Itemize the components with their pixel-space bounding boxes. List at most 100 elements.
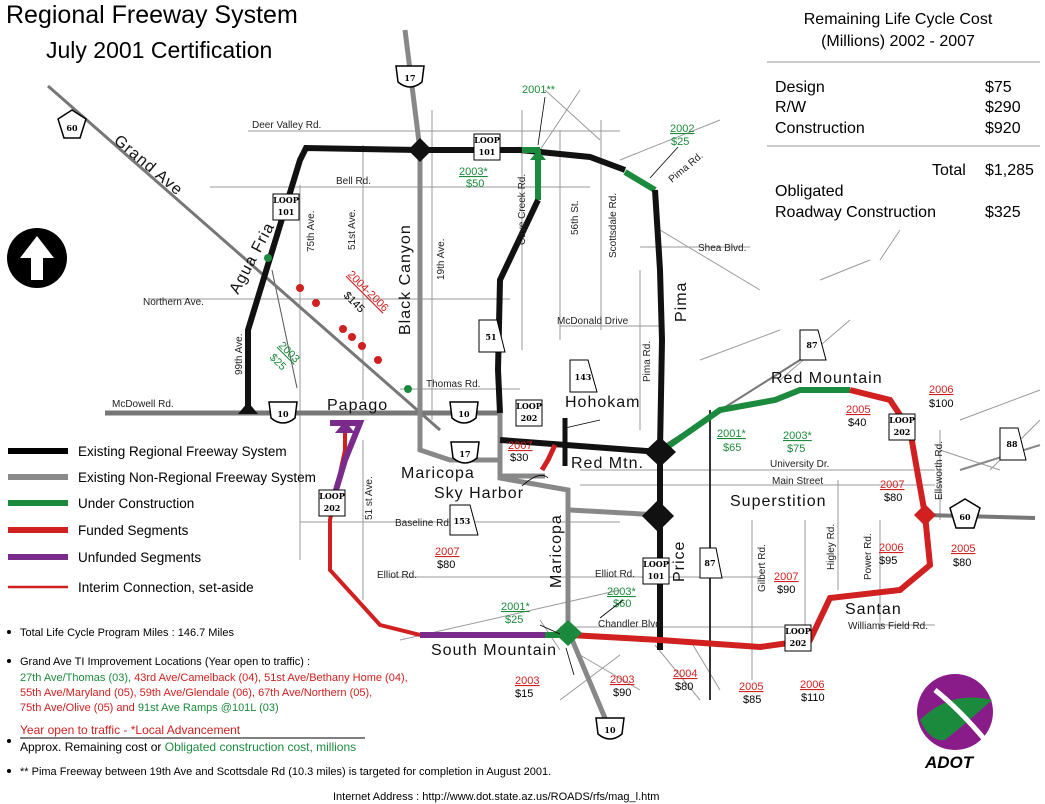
annotation-year: 2006 bbox=[879, 542, 903, 554]
cost-total-value: $1,285 bbox=[985, 162, 1034, 179]
cost-row-label: Design bbox=[775, 79, 825, 96]
svg-text:101: 101 bbox=[648, 571, 665, 581]
svg-text:143: 143 bbox=[575, 372, 592, 382]
svg-text:88: 88 bbox=[1006, 439, 1018, 449]
label-thomas: Thomas Rd. bbox=[426, 379, 480, 390]
map-subtitle: July 2001 Certification bbox=[46, 37, 272, 63]
label-university: University Dr. bbox=[770, 459, 829, 470]
cost-row-value: $920 bbox=[985, 120, 1021, 137]
name-red-mtn: Red Mtn. bbox=[571, 455, 644, 472]
annotation-cost: $15 bbox=[515, 688, 533, 700]
label-51st-south: 51 st Ave. bbox=[364, 476, 375, 520]
notes: Total Life Cycle Program Miles : 146.7 M… bbox=[7, 627, 659, 803]
map-title: Regional Freeway System bbox=[6, 1, 298, 29]
label-scottsdale: Scottsdale Rd. bbox=[608, 193, 619, 258]
cost-row-label: R/W bbox=[775, 99, 807, 116]
annotation-cost: $50 bbox=[466, 178, 484, 190]
loop202-santan-shield-icon: LOOP 202 bbox=[784, 624, 812, 652]
note-year-open: Year open to traffic - *Local Advancemen… bbox=[20, 723, 241, 737]
loop101-north-freeway bbox=[245, 144, 627, 413]
name-price: Price bbox=[671, 541, 688, 582]
cost-row-value: $290 bbox=[985, 99, 1021, 116]
obligated-label-1: Obligated bbox=[775, 183, 844, 200]
annotation-cost: $80 bbox=[953, 557, 971, 569]
i10-maricopa-freeway bbox=[497, 413, 613, 731]
note-grand-ave-line-3: 75th Ave/Olive (05) and 91st Ave Ramps @… bbox=[20, 702, 279, 714]
interchange-markers bbox=[238, 138, 936, 646]
svg-text:202: 202 bbox=[521, 413, 538, 423]
svg-text:10: 10 bbox=[458, 409, 470, 419]
cost-total-label: Total bbox=[932, 162, 966, 179]
cost-summary: Remaining Life Cycle Cost (Millions) 200… bbox=[767, 11, 1040, 221]
svg-text:202: 202 bbox=[324, 503, 341, 513]
legend-label: Under Construction bbox=[78, 496, 194, 511]
legend-label: Interim Connection, set-aside bbox=[78, 580, 254, 595]
red-mtn-freeway bbox=[499, 437, 661, 455]
annotation-year: 2003* bbox=[783, 430, 812, 442]
us60-shield-icon: 60 bbox=[57, 109, 87, 139]
sr143-shield-icon: 143 bbox=[569, 359, 598, 393]
annotation-year: 2003* bbox=[459, 166, 488, 178]
loop202-papago-shield-icon: LOOP 202 bbox=[515, 399, 543, 427]
annotation-year: 2007 bbox=[435, 546, 459, 558]
annotation-cost: $30 bbox=[510, 452, 528, 464]
annotation-year: 2004 bbox=[673, 668, 697, 680]
name-santan: Santan bbox=[845, 601, 902, 618]
annotation-cost: $90 bbox=[613, 687, 631, 699]
annotation-cost: $65 bbox=[723, 442, 741, 454]
svg-text:202: 202 bbox=[790, 638, 807, 648]
svg-text:LOOP: LOOP bbox=[474, 135, 500, 145]
svg-text:17: 17 bbox=[404, 73, 415, 83]
annotation-cost: $25 bbox=[505, 614, 523, 626]
svg-text:60: 60 bbox=[959, 512, 971, 522]
name-red-mountain: Red Mountain bbox=[771, 370, 883, 387]
legend-label: Existing Non-Regional Freeway System bbox=[78, 470, 316, 485]
note-pima: ** Pima Freeway between 19th Ave and Sco… bbox=[20, 766, 551, 778]
us60-east-freeway bbox=[924, 513, 1036, 520]
annotation-year: 2007 bbox=[774, 571, 798, 583]
svg-text:87: 87 bbox=[806, 340, 817, 350]
grand-ave-ti-markers bbox=[264, 254, 412, 393]
adot-logo: ADOT bbox=[917, 674, 993, 772]
north-arrow-icon bbox=[7, 228, 67, 288]
sky-harbor-interim bbox=[539, 443, 558, 472]
label-bell: Bell Rd. bbox=[336, 176, 371, 187]
annotation-cost: $100 bbox=[929, 398, 953, 410]
svg-text:10: 10 bbox=[277, 409, 289, 419]
sr51-shield-icon: 51 bbox=[478, 319, 506, 353]
annotation-year: 2001* bbox=[717, 428, 746, 440]
label-gilbert: Gilbert Rd. bbox=[757, 544, 768, 592]
name-maricopa-south: Maricopa bbox=[548, 514, 565, 588]
annotation-cost: $80 bbox=[675, 681, 693, 693]
sr51-freeway bbox=[494, 198, 541, 414]
annotation-year: 2005 bbox=[846, 404, 870, 416]
name-papago: Papago bbox=[327, 397, 388, 414]
label-williams: Williams Field Rd. bbox=[848, 621, 928, 632]
svg-text:202: 202 bbox=[894, 427, 911, 437]
annotation-year: 2001** bbox=[522, 84, 556, 96]
annotation-cost: $60 bbox=[613, 598, 631, 610]
annotation-year: 2002 bbox=[670, 123, 694, 135]
note-internet: Internet Address : http://www.dot.state.… bbox=[333, 791, 659, 803]
label-cave-creek: Cave Creek Rd. bbox=[517, 174, 528, 245]
cost-heading-1: Remaining Life Cycle Cost bbox=[804, 11, 993, 28]
annotation-year: 2003 bbox=[610, 674, 634, 686]
i17-south-shield-icon: 17 bbox=[450, 441, 480, 464]
legend: Existing Regional Freeway System Existin… bbox=[8, 444, 316, 595]
name-south-mountain: South Mountain bbox=[431, 642, 557, 659]
cost-row-label: Construction bbox=[775, 120, 865, 137]
label-ellsworth: Ellsworth Rd. bbox=[934, 441, 945, 500]
legend-label: Funded Segments bbox=[78, 523, 189, 538]
label-19th: 19th Ave. bbox=[436, 238, 447, 280]
label-northern: Northern Ave. bbox=[143, 297, 204, 308]
i10-west-shield-icon: 10 bbox=[268, 401, 298, 424]
label-power: Power Rd. bbox=[863, 533, 874, 580]
label-pima-rd-north: Pima Rd. bbox=[667, 150, 706, 185]
annotation-cost: $80 bbox=[437, 559, 455, 571]
label-75th: 75th Ave. bbox=[306, 210, 317, 252]
svg-text:LOOP: LOOP bbox=[785, 626, 811, 636]
cost-heading-2: (Millions) 2002 - 2007 bbox=[821, 33, 975, 50]
sr153-shield-icon: 153 bbox=[449, 504, 479, 536]
annotation-year: 2001* bbox=[501, 601, 530, 613]
